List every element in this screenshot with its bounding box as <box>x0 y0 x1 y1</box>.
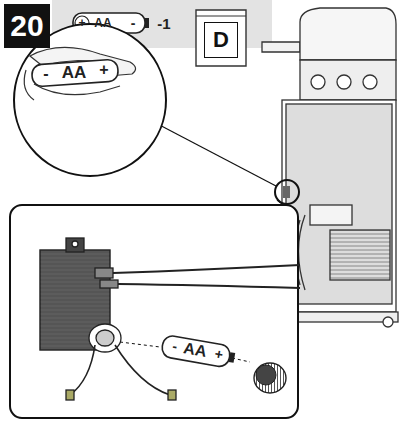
part-label: - <box>43 66 48 82</box>
part-label: - <box>131 16 136 30</box>
node-text: D <box>213 29 229 51</box>
part-label: + <box>99 62 108 78</box>
part-label: -1 <box>157 16 170 31</box>
part-label: AA <box>94 17 111 29</box>
node-text: 20 <box>10 11 43 41</box>
parts-bag: D <box>204 22 238 58</box>
part-label: AA <box>62 64 87 81</box>
step-number-box: 20 <box>4 4 50 48</box>
part-label: + <box>78 17 85 29</box>
